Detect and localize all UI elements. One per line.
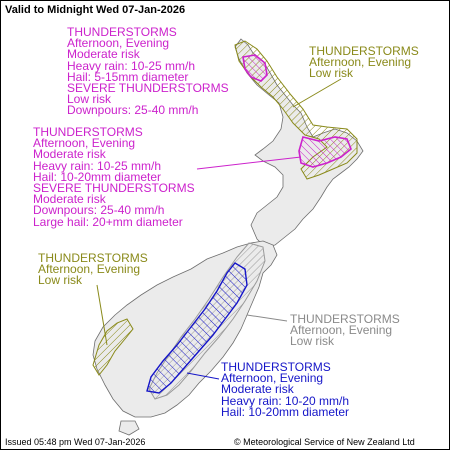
warning-line: Low risk: [67, 92, 112, 107]
warning-line: Low risk: [309, 66, 354, 81]
warning-line: Moderate risk: [33, 192, 106, 207]
warning-line: THUNDERSTORMS: [309, 44, 419, 58]
warning-line: SEVERE THUNDERSTORMS: [67, 80, 229, 95]
warning-line: Low risk: [290, 334, 335, 349]
warning-line: Heavy rain: 10-25 mm/h: [33, 158, 162, 173]
west-low-pointer: [96, 284, 108, 346]
stewart-island-landmass: [118, 420, 140, 436]
warning-line: Moderate risk: [67, 47, 140, 62]
warning-line: Hail: 5-15mm diameter: [67, 69, 189, 84]
copyright-notice: © Meteorological Service of New Zealand …: [234, 437, 415, 447]
warning-line: Moderate risk: [33, 147, 106, 162]
southern-moderate-risk-area: [146, 262, 248, 394]
warning-line: Heavy rain: 10-25 mm/h: [67, 58, 196, 73]
warning-line: Downpours: 25-40 mm/h: [33, 203, 165, 218]
warning-line: Afternoon, Evening: [38, 262, 141, 277]
warning-line: THUNDERSTORMS: [33, 125, 143, 139]
warning-line: Afternoon, Evening: [309, 55, 412, 70]
northland-moderate-risk-area: [242, 54, 268, 82]
warning-line: THUNDERSTORMS: [38, 251, 148, 265]
warning-line: Large hail: 20+mm diameter: [33, 214, 183, 229]
warning-line: THUNDERSTORMS: [290, 312, 400, 326]
warning-line: Downpours: 25-40 mm/h: [67, 103, 199, 118]
warning-line: Afternoon, Evening: [33, 136, 136, 151]
warning-line: Afternoon, Evening: [290, 323, 393, 338]
warning-line: SEVERE THUNDERSTORMS: [33, 180, 195, 195]
east-low-pointer: [246, 314, 288, 322]
north-low-pointer: [292, 78, 342, 108]
warning-line: THUNDERSTORMS: [221, 360, 331, 374]
issued-timestamp: Issued 05:48 pm Wed 07-Jan-2026: [5, 437, 146, 447]
validity-title: Valid to Midnight Wed 07-Jan-2026: [5, 4, 186, 16]
warning-line: Low risk: [38, 273, 83, 288]
warning-line: Moderate risk: [221, 382, 294, 397]
west-coast-low-risk-area: [92, 318, 134, 376]
warning-line: Heavy rain: 10-20 mm/h: [221, 393, 350, 408]
central-moderate-risk-area: [298, 136, 352, 168]
warning-line: Afternoon, Evening: [221, 371, 324, 386]
warning-line: Afternoon, Evening: [67, 36, 170, 51]
central-moderate-pointer: [196, 156, 302, 170]
south-moderate-pointer: [186, 372, 220, 380]
warning-line: THUNDERSTORMS: [67, 25, 177, 39]
warning-line: Hail: 10-20mm diameter: [221, 404, 350, 419]
warning-line: Hail: 10-20mm diameter: [33, 169, 162, 184]
